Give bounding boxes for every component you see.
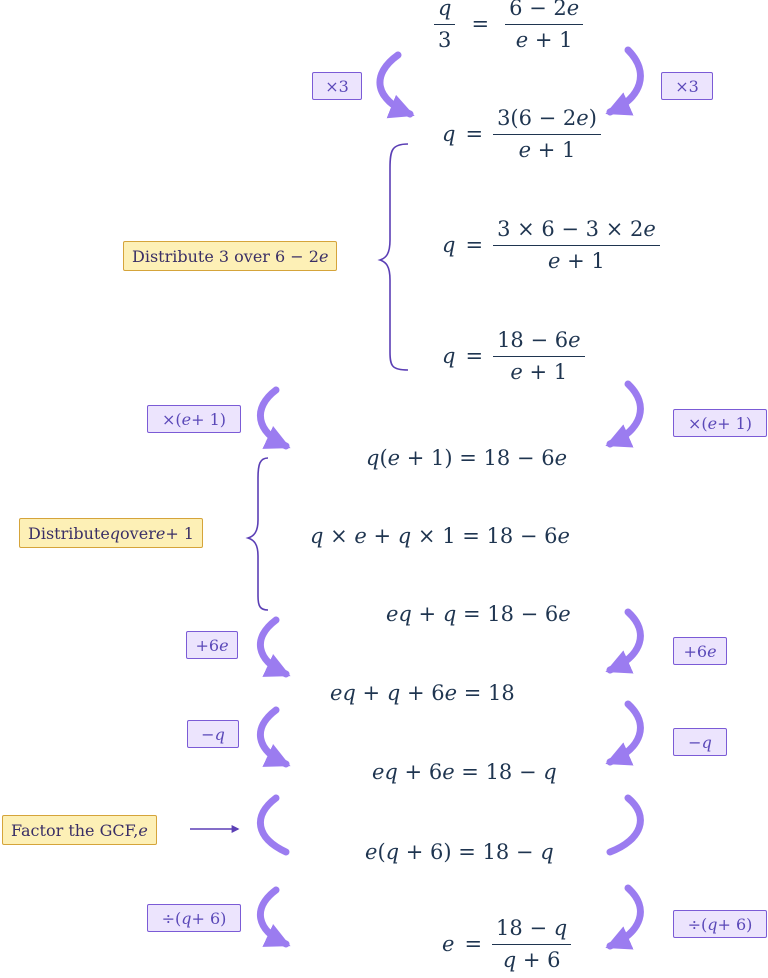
operation-tag-times-3-right: ×3	[661, 72, 713, 100]
arrow-left-4	[257, 706, 291, 768]
equation-step-2: q= 3(6 − 2e)e + 1	[442, 108, 607, 161]
note-distribute-q: Distribute q over e + 1	[19, 518, 203, 548]
arrow-left-6	[257, 886, 291, 948]
arrow-left-1	[376, 51, 415, 119]
operation-tag-times-e-plus-1-right: ×(e + 1)	[673, 409, 767, 437]
equation-step-10: e(q + 6) = 18 − q	[365, 840, 554, 864]
operation-tag-minus-q-left: −q	[187, 720, 239, 748]
equation-step-8: eq + q + 6e = 18	[330, 681, 515, 705]
arrow-right-3	[605, 608, 644, 674]
arrow-right-4	[605, 700, 644, 766]
note-factor-gcf: Factor the GCF, e	[2, 815, 157, 845]
operation-tag-times-3-left: ×3	[312, 72, 362, 100]
operation-tag-divide-q-plus-6-left: ÷(q + 6)	[147, 904, 241, 932]
equation-step-6: q × e + q × 1 = 18 − 6e	[310, 524, 570, 548]
equation-step-7: eq + q = 18 − 6e	[386, 602, 571, 626]
arrow-right-5	[606, 794, 644, 856]
equation-step-5: q(e + 1) = 18 − 6e	[366, 446, 568, 470]
arrow-right-6	[605, 884, 644, 950]
arrow-right-2	[605, 380, 644, 448]
operation-tag-times-e-plus-1-left: ×(e + 1)	[147, 405, 241, 433]
arrow-left-2	[257, 386, 291, 450]
operation-tag-divide-q-plus-6-right: ÷(q + 6)	[673, 910, 767, 938]
operation-tag-minus-q-right: −q	[673, 728, 727, 756]
arrow-left-3	[257, 616, 291, 678]
brace-distribute-q	[245, 457, 269, 611]
arrow-left-5	[257, 794, 290, 856]
arrow-right-1	[605, 46, 644, 116]
brace-distribute-3	[377, 143, 409, 371]
equation-step-9: eq + 6e = 18 − q	[372, 760, 557, 784]
